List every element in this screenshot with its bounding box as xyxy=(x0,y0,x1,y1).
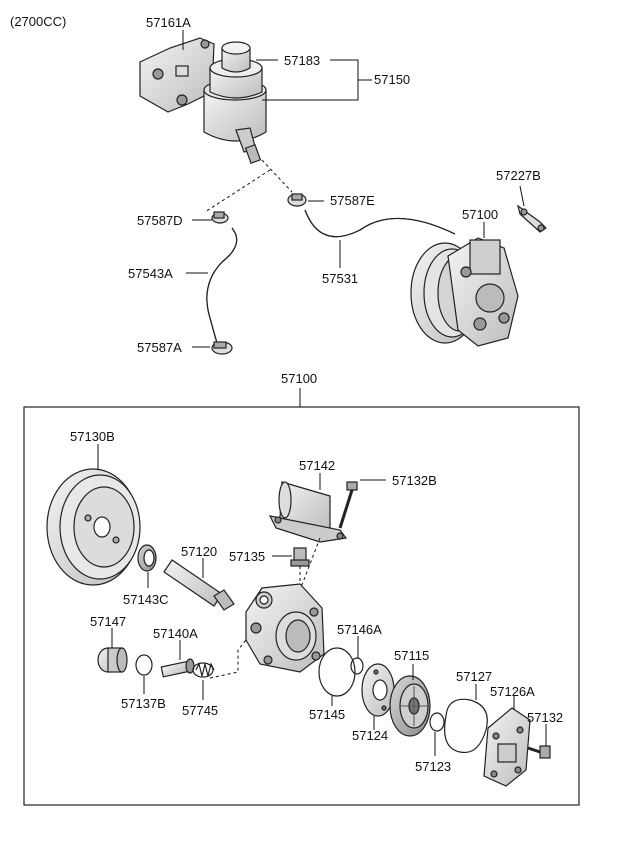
label-57100-top: 57100 xyxy=(462,207,498,222)
label-57745: 57745 xyxy=(182,703,218,718)
spring-57745 xyxy=(192,662,215,678)
label-57123: 57123 xyxy=(415,759,451,774)
label-57124: 57124 xyxy=(352,728,388,743)
plate-57124 xyxy=(361,663,395,717)
label-57127: 57127 xyxy=(456,669,492,684)
hose-57543A xyxy=(206,227,238,347)
oring-57146A xyxy=(350,657,364,675)
oring-57137B xyxy=(135,654,153,676)
label-57183: 57183 xyxy=(284,53,320,68)
rotor-57115 xyxy=(389,675,431,737)
label-57143C: 57143C xyxy=(123,592,169,607)
label-57531: 57531 xyxy=(322,271,358,286)
reservoir-bracket xyxy=(139,37,215,113)
bolt-57132B xyxy=(338,481,358,529)
valve-57140A xyxy=(160,658,195,678)
label-57130B: 57130B xyxy=(70,429,115,444)
label-57587A: 57587A xyxy=(137,340,182,355)
label-57132B: 57132B xyxy=(392,473,437,488)
oring-57123 xyxy=(429,712,445,732)
shaft-57120 xyxy=(163,559,235,611)
hose-57531 xyxy=(304,209,456,238)
clamp-57587E xyxy=(287,193,307,207)
pump-housing xyxy=(245,583,325,673)
label-57587E: 57587E xyxy=(330,193,375,208)
exploded-view-frame xyxy=(23,406,580,806)
connector-57142 xyxy=(268,481,348,543)
label-57146A: 57146A xyxy=(337,622,382,637)
label-57142: 57142 xyxy=(299,458,335,473)
small-bracket-57227B xyxy=(517,204,547,233)
label-57132: 57132 xyxy=(527,710,563,725)
label-57126A: 57126A xyxy=(490,684,535,699)
gasket-57127 xyxy=(444,698,488,754)
engine-note: (2700CC) xyxy=(10,14,66,29)
label-57587D: 57587D xyxy=(137,213,183,228)
pump-assembly-top xyxy=(410,237,519,347)
label-57100-box: 57100 xyxy=(281,371,317,386)
label-57227B: 57227B xyxy=(496,168,541,183)
seal-57143C xyxy=(137,544,157,572)
label-57135: 57135 xyxy=(229,549,265,564)
label-57115: 57115 xyxy=(394,648,429,663)
oring-57145 xyxy=(318,647,356,697)
cover-57126A xyxy=(483,707,531,787)
label-57147: 57147 xyxy=(90,614,126,629)
pulley-57130B xyxy=(46,468,141,586)
label-57140A: 57140A xyxy=(153,626,198,641)
label-57161A: 57161A xyxy=(146,15,191,30)
plug-57147 xyxy=(97,647,128,673)
label-57137B: 57137B xyxy=(121,696,166,711)
label-57145: 57145 xyxy=(309,707,345,722)
clamp-57587D xyxy=(211,211,229,224)
clamp-57587A xyxy=(211,341,233,355)
label-57120: 57120 xyxy=(181,544,217,559)
label-57150: 57150 xyxy=(374,72,410,87)
bolt-57132 xyxy=(527,745,551,759)
label-57543A: 57543A xyxy=(128,266,173,281)
reservoir xyxy=(203,41,267,164)
valve-57135 xyxy=(290,547,310,567)
